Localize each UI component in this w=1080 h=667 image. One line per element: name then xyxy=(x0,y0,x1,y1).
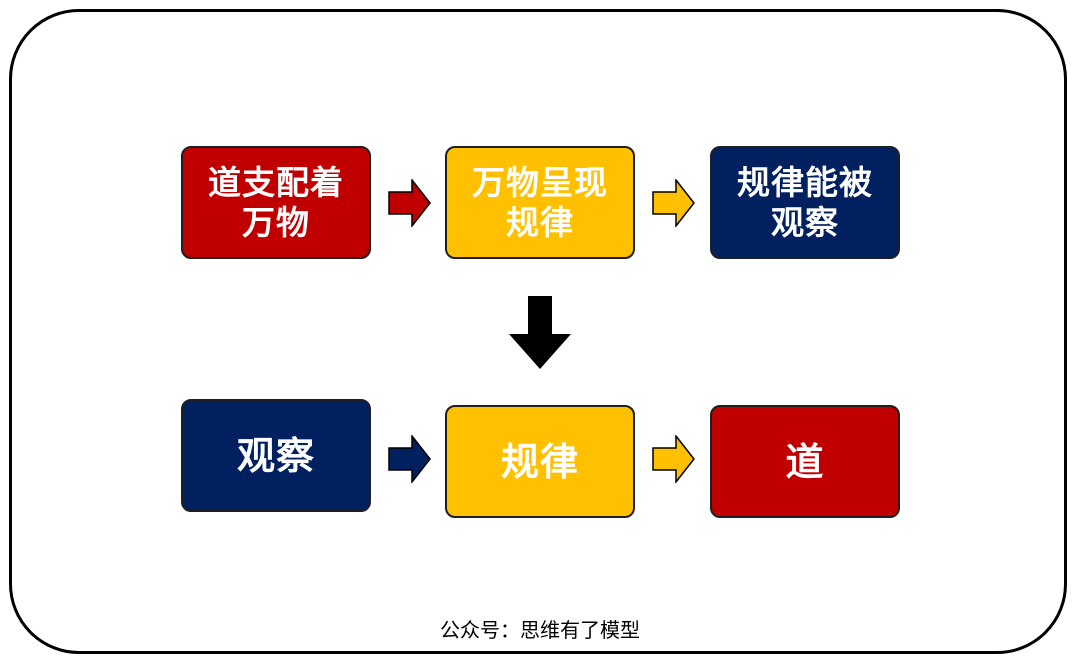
box-label: 道 xyxy=(785,439,825,484)
footer-caption: 公众号：思维有了模型 xyxy=(440,618,640,642)
box-patterns: 规律 xyxy=(445,405,635,518)
box-label: 观察 xyxy=(236,433,315,478)
box-label: 规律 xyxy=(500,439,579,484)
box-patterns-can-be-observed: 规律能被 观察 xyxy=(710,146,900,259)
box-label: 道支配着 万物 xyxy=(208,162,344,242)
box-label: 万物呈现 规律 xyxy=(472,162,608,242)
box-dao-governs-all-things: 道支配着 万物 xyxy=(181,146,371,259)
arrow-down-icon xyxy=(509,296,571,369)
arrow-right-icon xyxy=(388,179,431,227)
box-all-things-show-patterns: 万物呈现 规律 xyxy=(445,146,635,259)
arrow-right-icon xyxy=(652,435,695,483)
box-label: 规律能被 观察 xyxy=(737,162,873,242)
arrow-right-icon xyxy=(652,179,695,227)
box-dao: 道 xyxy=(710,405,900,518)
box-observe: 观察 xyxy=(181,399,371,512)
arrow-right-icon xyxy=(388,435,431,483)
